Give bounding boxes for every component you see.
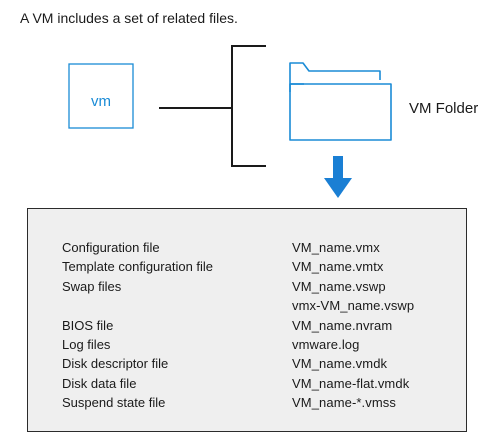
file-name: vmware.log	[292, 337, 360, 353]
file-name: VM_name.vmtx	[292, 259, 384, 275]
table-row: Swap files VM_name.vswp	[62, 277, 414, 296]
file-description: BIOS file	[62, 317, 114, 333]
caption: A VM includes a set of related files.	[20, 10, 238, 26]
table-row: Disk data file VM_name-flat.vmdk	[62, 374, 414, 393]
vm-box: vm	[68, 63, 134, 129]
table-row: BIOS file VM_name.nvram	[62, 316, 414, 335]
file-description: Log files	[62, 337, 111, 353]
file-list-table: Configuration file VM_name.vmx Template …	[62, 238, 414, 413]
file-description: Swap files	[62, 278, 122, 294]
file-description: Template configuration file	[62, 259, 214, 275]
file-description: Disk data file	[62, 375, 137, 391]
file-name: vmx-VM_name.vswp	[292, 298, 415, 314]
table-row: vmx-VM_name.vswp	[62, 296, 414, 315]
folder-icon	[289, 62, 392, 141]
arrow-shaft	[333, 156, 343, 180]
file-list-body: Configuration file VM_name.vmx Template …	[62, 238, 414, 413]
connector	[159, 45, 266, 167]
file-name: VM_name-flat.vmdk	[292, 375, 410, 391]
folder-back-icon	[289, 62, 381, 92]
file-description	[62, 296, 292, 315]
arrow-down-icon	[324, 156, 352, 198]
file-name: VM_name.vmx	[292, 240, 380, 255]
bracket	[231, 45, 266, 167]
file-name: VM_name-*.vmss	[292, 395, 396, 411]
file-list-panel: Configuration file VM_name.vmx Template …	[27, 208, 467, 432]
vm-box-outline	[68, 63, 134, 129]
vm-box-label: vm	[91, 93, 111, 110]
file-name: VM_name.vswp	[292, 278, 386, 294]
arrow-head	[324, 178, 352, 198]
file-description: Configuration file	[62, 240, 160, 255]
folder-front-icon	[289, 83, 392, 141]
table-row: Template configuration file VM_name.vmtx	[62, 257, 414, 276]
file-name: VM_name.vmdk	[292, 356, 388, 372]
folder-label: VM Folder	[409, 100, 479, 117]
vm-folder-diagram: vm	[68, 45, 392, 198]
table-row: Suspend state file VM_name-*.vmss	[62, 393, 414, 412]
file-description: Disk descriptor file	[62, 356, 169, 372]
table-row: Log files vmware.log	[62, 335, 414, 354]
table-row: Disk descriptor file VM_name.vmdk	[62, 354, 414, 373]
file-name: VM_name.nvram	[292, 317, 393, 333]
table-row: Configuration file VM_name.vmx	[62, 238, 414, 257]
file-description: Suspend state file	[62, 395, 166, 411]
